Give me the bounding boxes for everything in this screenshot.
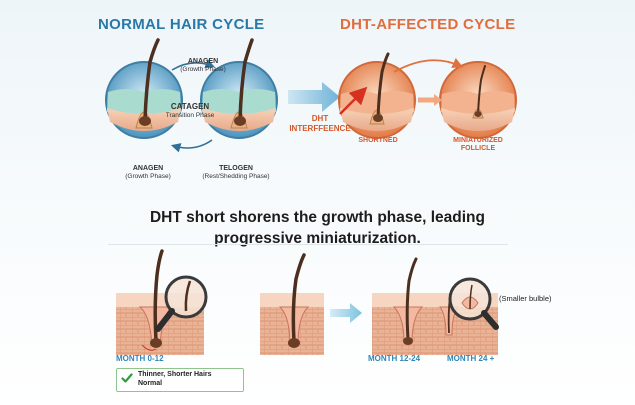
smaller-bulb-label: (Smaller bulble) <box>499 294 552 303</box>
month-0-12-label: MONTH 0-12 <box>116 354 164 363</box>
cycle-arrow-top <box>171 59 215 71</box>
anagen-arrow-label: ANAGEN(Growth Phase) <box>180 58 226 73</box>
anagen-label: ANAGEN(Growth Phase) <box>125 165 171 180</box>
divider <box>108 244 508 245</box>
progression-diagram <box>116 249 499 355</box>
headline: DHT short shorens the growth phase, lead… <box>149 209 485 247</box>
magnifier-right-icon <box>448 277 499 330</box>
month-12-24-label: MONTH 12-24 <box>368 354 421 363</box>
checkmark-icon <box>121 373 133 383</box>
follicle-catagen-2 <box>200 38 278 139</box>
dht-cycle-title: DHT-AFFECTED CYCLE <box>340 16 516 33</box>
dht-interference-arrow <box>339 86 368 115</box>
shortned-label: SHORTNED <box>358 137 398 144</box>
flow-arrow <box>288 82 340 112</box>
follicle-miniaturized <box>439 61 517 139</box>
hair-cycle-diagram <box>105 38 517 153</box>
magnifier-left-icon <box>155 275 208 332</box>
month-24-label: MONTH 24 + <box>447 354 495 363</box>
telogen-label: TELOGEN(Rest/Shedding Phase) <box>202 165 270 180</box>
panel-middle <box>260 253 324 355</box>
cycle-arrow-bottom <box>170 139 213 153</box>
follicle-anagen-1 <box>105 38 183 139</box>
progression-arrow <box>330 303 362 323</box>
dht-arrow-top <box>393 58 464 73</box>
normal-cycle-title: NORMAL HAIR CYCLE <box>98 16 265 33</box>
